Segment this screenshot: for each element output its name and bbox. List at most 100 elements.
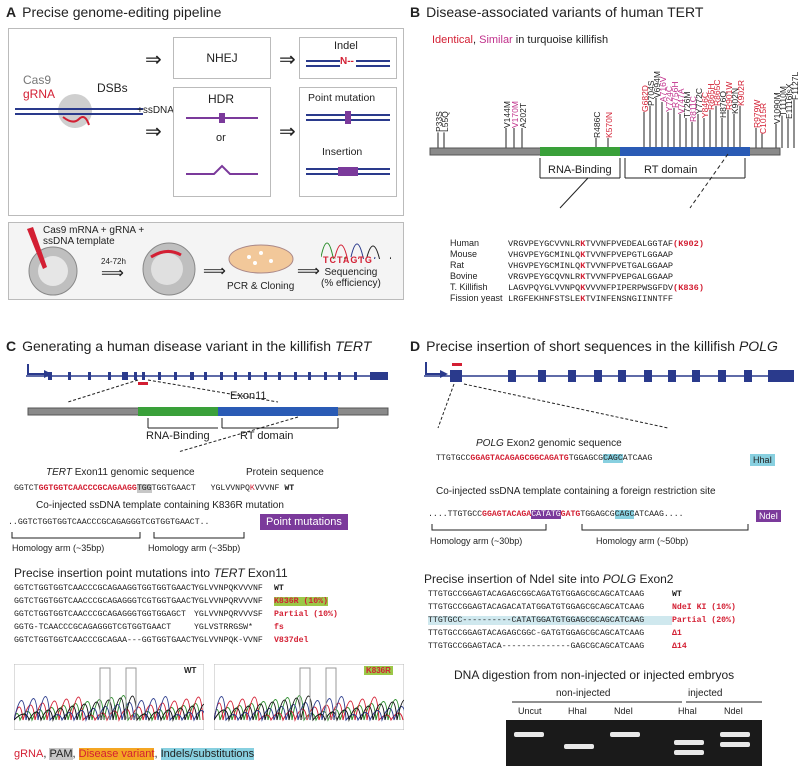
variant-label: F1127L [790, 71, 800, 100]
c-protein-label: Protein sequence [246, 467, 324, 478]
legend-identical-similar: Identical, Similar in turquoise killifis… [432, 34, 609, 46]
c-result-seq: GGTCTGGTGGTCAACCCGCAGAAGGTGGTGGTGAACT [14, 584, 196, 593]
arrow-to-outcomes: ⇒ [279, 121, 296, 143]
c-result-seq: GGTCTGGTGGTCAACCCGCAGAA---GGTGGTGAACT [14, 636, 196, 645]
exon [48, 372, 52, 380]
gel-band [720, 732, 750, 737]
d-result-label: Partial (20%) [672, 616, 736, 625]
exon [278, 372, 281, 380]
exon [134, 372, 137, 380]
indel-dna [306, 58, 390, 69]
exon [594, 370, 602, 382]
d-result-label: Δ14 [672, 642, 687, 651]
pcr-label: PCR & Cloning [227, 281, 295, 292]
exon [508, 370, 516, 382]
exon [370, 372, 388, 380]
alignment-sequence: LRGFEKHNFSTSLEKTVINFENSNGIINNTFF [508, 294, 674, 304]
gel-band [514, 732, 544, 737]
d-result-label: WT [672, 590, 682, 599]
ssdna-label: +ssDNA [137, 105, 174, 116]
d-result-row: TTGTGCC----------CATATGGATGTGGAGCGCAGCAT… [428, 616, 736, 625]
exon [538, 370, 546, 382]
legend-pam: PAM [49, 748, 73, 760]
exon [142, 372, 145, 380]
d-template-sequence: ....TTGTGCCGGAGTACAGACATATGGATGTGGAGCGCA… [428, 510, 684, 519]
exon [264, 372, 267, 380]
d-result-seq: TTGTGCCGGAGTACAGACATATGGATGTGGAGCGCAGCAT… [428, 603, 645, 612]
alignment-row: Rat VHGVPEYGCMINLQKTVVNFPVETGALGGAAP [450, 260, 673, 271]
exon [768, 370, 794, 382]
c-rna-binding: RNA-Binding [146, 430, 210, 442]
variant-label: R486C [592, 111, 602, 138]
time-label: 24-72h [101, 257, 126, 266]
in-killifish-label: in turquoise killifish [512, 34, 609, 46]
exon [108, 372, 111, 380]
hdr-label: HDR [208, 92, 234, 106]
exon [190, 372, 194, 380]
c-result-label: WT [274, 584, 284, 593]
alignment-species: Rat [450, 260, 465, 270]
gel-band [720, 742, 750, 747]
hdr-box: HDR or [173, 87, 271, 197]
c-coinjected-label: Co-injected ssDNA template containing K8… [36, 500, 284, 511]
alignment-sequence: VHGVPEYGCMINLQKTVVNFPVETGALGGAAP [508, 261, 674, 271]
gel-lane-label: HhaI [568, 706, 588, 716]
arrow-to-hdr: ⇒ [145, 121, 162, 143]
chromatogram-trace [14, 696, 204, 722]
insertion-dna [306, 167, 390, 176]
d-wt-sequence: TTGTGCCGGAGTACAGAGCGGCAGATGTGGAGCGCAGCAT… [436, 454, 653, 463]
exon [308, 372, 311, 380]
chromatogram-trace [214, 695, 401, 722]
exon [644, 370, 652, 382]
exon [744, 370, 752, 382]
polg-gene-model [424, 362, 794, 429]
c-homology-left: Homology arm (~35bp) [12, 543, 105, 553]
d-genomic-label: POLG Exon2 genomic sequence [476, 438, 622, 449]
outcome-box: Point mutation Insertion [299, 87, 397, 197]
c-legend: gRNA, PAM, Disease variant, Indels/subst… [14, 748, 255, 760]
gel-lane-label: HhaI [678, 706, 698, 716]
c-result-seq: GGTCTGGTGGTCAACCCGCAGAGGGTCGTGGTGAACT [14, 597, 196, 606]
alignment-species: Mouse [450, 249, 478, 259]
gel-injected: injected [688, 688, 723, 699]
or-label: or [216, 132, 226, 144]
exon [122, 372, 128, 380]
d-result-row: TTGTGCCGGAGTACA--------------GAGCGCAGCAT… [428, 642, 687, 651]
point-mutation-label: Point mutation [308, 92, 376, 104]
d-result-seq: TTGTGCCGGAGTACAGAGCGGC-GATGTGGAGCGCAGCAT… [428, 629, 645, 638]
c-homology-right: Homology arm (~35bp) [148, 543, 241, 553]
alignment-sequence: LAGVPQYGLVVNPQKVVVNFPIPERPWSGFDV [508, 283, 674, 293]
variant-label: A202T [518, 102, 528, 128]
grna-label: gRNA [23, 87, 56, 101]
exon [668, 370, 676, 382]
d-coinjected-label: Co-injected ssDNA template containing a … [436, 486, 716, 497]
d-result-label: Δ1 [672, 629, 682, 638]
alignment-species: Bovine [450, 271, 478, 281]
exon [324, 372, 327, 380]
exon11-label: Exon11 [230, 390, 267, 402]
exon [248, 372, 251, 380]
chromatogram-k836r [214, 664, 404, 730]
exon [338, 372, 341, 380]
chromatogram-trace [214, 695, 404, 722]
exon [220, 372, 223, 380]
nhej-label: NHEJ [206, 51, 238, 65]
alignment-note: (K836) [673, 283, 704, 293]
d-result-row: TTGTGCCGGAGTACAGACATATGGATGTGGAGCGCAGCAT… [428, 603, 736, 612]
c-result-label: K836R (10%) [274, 597, 329, 606]
c-result-label: Partial (10%) [274, 610, 338, 619]
d-result-seq: TTGTGCC----------CATATGGATGTGGAGCGCAGCAT… [428, 616, 672, 625]
d-results-title: Precise insertion of NdeI site into POLG… [424, 572, 674, 586]
exon [174, 372, 177, 380]
gel-band [610, 732, 640, 737]
chromatogram-mini [321, 242, 391, 259]
alignment-sequence: VRGVPEYGCVVNLRKTVVNFPVEDEALGGTAF [508, 239, 674, 249]
hdr-templates [186, 113, 258, 175]
variant-label: C1015R [758, 102, 768, 134]
